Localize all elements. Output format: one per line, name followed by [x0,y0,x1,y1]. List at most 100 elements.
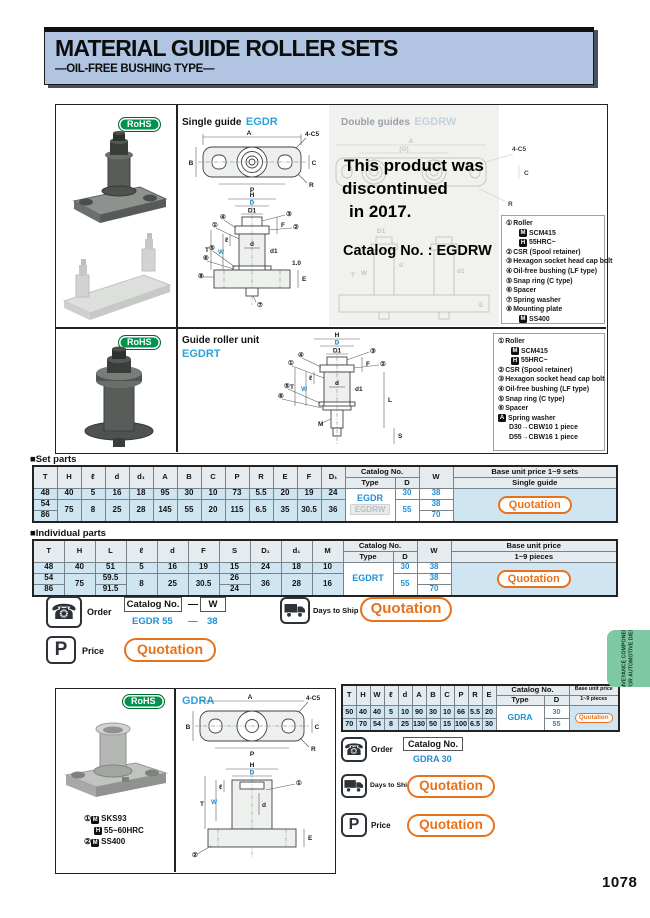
dim-T: T [290,384,294,391]
part-item: ③Hexagon socket head cap bolt [498,375,604,385]
part-num: ① [498,338,505,345]
side-tab-line1: CONVEYANCE COMPONENTS [621,630,628,687]
dim-W: W [211,799,218,806]
catalog-no-box: Catalog No. [403,737,463,751]
dim-P: P [250,751,255,758]
catalog-code-gdra[interactable]: GDRA [507,712,533,723]
col-catalog-no: Catalog No. [342,539,418,552]
dim-d: d [399,262,403,269]
product-photo-egdr-long [62,233,172,320]
material-badge: M [91,815,100,824]
days-to-ship-quotation[interactable]: Quotation [407,775,495,798]
days-to-ship-label: Days to Ship [313,606,359,615]
discontinued-notice-line3: in 2017. [349,202,412,221]
callout-2: ② [293,223,299,231]
egdr-front-view: H D D1 ③ ② F d d1 [198,191,307,309]
dim-C: C [315,724,320,731]
col-price-sub: Single guide [452,476,618,489]
callout-3: ③ [370,347,376,355]
egdrw-section-title: Double guides EGDRW [341,112,456,130]
hardness-badge: H [519,238,527,247]
part-num: ① [506,220,513,227]
egdr-label: Single guide [182,117,242,128]
price-quotation[interactable]: Quotation [124,638,216,662]
w-value: 38 [418,498,454,511]
col-H: H [56,465,82,489]
col-price: Base unit price 1~9 sets [452,465,618,478]
egdr-section-title: Single guide EGDR [182,112,278,130]
order-example-code: EGDR 55 [132,616,173,627]
rohs-badge: RoHS [122,694,165,709]
note-text: 55~60HRC [104,825,144,835]
part-item: ①Roller [498,337,602,347]
part-text: SCM415 [521,347,548,355]
egdrt-code[interactable]: EGDRT [182,348,221,360]
dim-L: L [388,397,392,404]
callout-4: ④ [220,213,226,221]
dim-l: ℓ [218,784,222,791]
rohs-badge: RoHS [118,117,161,132]
part-item: ⑥Spacer [506,286,602,296]
egdrw-drawing-faded: A (G) 4-C5 C R D1 [335,138,529,320]
part-item: D55→CBW16 1 piece [498,433,602,443]
callout-2: ② [192,851,198,859]
dim-E: E [308,835,313,842]
part-num: ③ [498,376,505,384]
callout-5: ⑤ [284,382,290,390]
catalog-code-egdrt[interactable]: EGDRT [352,572,384,583]
egdrw-label: Double guides [341,117,410,128]
col-d1: d₁ [128,465,154,489]
catalog-type-cell: EGDR EGDRW [344,487,396,522]
part-item: ⑤Snap ring (C type) [498,395,602,405]
part-num: ⑥ [498,405,505,413]
dim-E: E [479,302,484,309]
part-num: ⑤ [506,277,513,285]
discontinued-notice-line2: discontinued [342,179,448,198]
part-num: ② [498,366,505,374]
col-price-sub: 1~9 pieces [568,694,620,706]
egdr-code[interactable]: EGDR [245,116,278,128]
catalog-code-egdr[interactable]: EGDR [356,493,383,504]
callout-6: ⑥ [203,254,209,262]
page-title-band: MATERIAL GUIDE ROLLER SETS —OIL-FREE BUS… [44,27,594,85]
callout-8: ⑧ [198,272,204,280]
col-B: B [176,465,202,489]
col-d: d [104,465,130,489]
part-item: ①Roller [506,219,602,229]
side-tab-conveyance-components[interactable]: CONVEYANCE COMPONENTS FOR AUTOMOTIVE DIE… [607,630,650,687]
gdra-code[interactable]: GDRA [182,695,215,707]
dim-R: R [508,201,513,208]
quotation-button[interactable]: Quotation [496,569,571,588]
part-text: Snap ring (C type) [505,395,565,403]
dim-D1: D1 [377,228,386,235]
part-num: ⑧ [506,306,513,314]
col-catalog-no: Catalog No. [495,684,570,696]
price-quotation[interactable]: Quotation [407,814,495,837]
part-item: ⑥Spacer [498,404,602,414]
catalog-code-egdrw-discontinued: EGDRW [349,503,391,515]
dim-S: S [398,433,403,440]
egdrt-drawing: H D D1 ③ ② F ④ ① [278,332,403,445]
dim-d1: d1 [355,386,363,393]
divider [56,327,606,329]
quotation-button-small[interactable]: Quotation [574,712,613,723]
phone-glyph: ☎ [344,741,364,759]
price-cell: Quotation [452,487,618,522]
dim-d1: d1 [270,248,278,255]
note-num: ① [84,814,92,823]
part-num: ⑥ [506,287,513,295]
dim-4C5: 4-C5 [305,131,319,138]
col-D: D [394,476,420,489]
part-item: ⑧Mounting plate [506,305,602,315]
days-to-ship-quotation[interactable]: Quotation [360,597,452,622]
truck-icon [341,774,367,798]
page-subtitle: —OIL-FREE BUSHING TYPE— [55,63,215,75]
part-num: ④ [498,385,505,393]
part-text: SS400 [529,315,550,323]
quotation-button[interactable]: Quotation [497,495,572,514]
part-text: Mounting plate [513,306,563,314]
